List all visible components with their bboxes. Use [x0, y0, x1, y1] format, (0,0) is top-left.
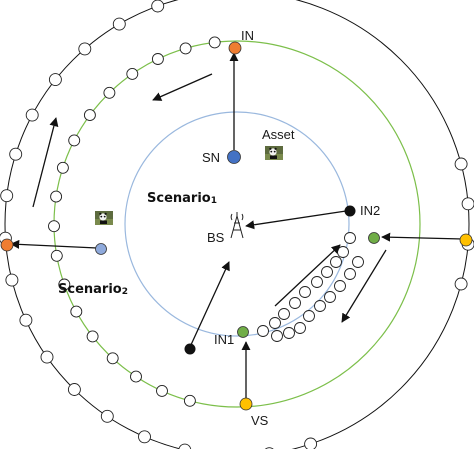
scenario1-label: Scenario1 — [147, 191, 217, 206]
black-start-node — [184, 343, 196, 355]
node — [304, 437, 318, 449]
node — [179, 42, 192, 55]
node — [78, 42, 92, 56]
blue-ring — [124, 111, 350, 337]
node — [9, 147, 23, 161]
node — [283, 327, 295, 339]
node — [50, 249, 63, 262]
node — [126, 67, 139, 80]
node — [299, 286, 311, 298]
node — [278, 308, 290, 320]
node — [106, 352, 119, 365]
bs-label: BS — [207, 230, 225, 245]
node — [112, 17, 126, 31]
vs-node — [239, 397, 253, 411]
node — [454, 277, 468, 291]
node — [151, 53, 164, 65]
node — [269, 317, 281, 329]
node — [344, 232, 356, 244]
node — [83, 109, 96, 122]
panda-photo-icon — [95, 211, 113, 225]
green-right-node — [368, 232, 380, 244]
node — [58, 278, 71, 291]
node — [25, 108, 39, 122]
in-node — [228, 41, 242, 55]
node — [334, 280, 346, 292]
scenario2-label: Scenario2 — [58, 282, 128, 297]
node — [183, 394, 196, 407]
node — [156, 384, 168, 397]
green-ring-nodes — [48, 36, 221, 407]
node — [311, 276, 323, 288]
in1-label: IN1 — [214, 332, 234, 347]
in1-node — [237, 326, 249, 338]
node — [86, 330, 99, 343]
node — [178, 443, 192, 449]
right-yellow-to-green-arrow — [381, 232, 464, 242]
node — [344, 268, 356, 280]
node — [130, 370, 142, 383]
in2-to-bs-arrow — [245, 210, 347, 230]
node — [271, 330, 283, 342]
cell-tower-icon — [230, 212, 244, 239]
sn-node — [227, 150, 241, 164]
in2-label: IN2 — [360, 203, 380, 218]
vs-label: VS — [251, 413, 269, 428]
arrows — [10, 52, 464, 398]
node — [100, 409, 114, 423]
in-label: IN — [241, 28, 254, 43]
node — [19, 313, 33, 327]
node — [68, 134, 81, 147]
node — [314, 300, 326, 312]
node — [67, 383, 81, 396]
panda-photo-icon — [265, 146, 283, 160]
node — [40, 350, 54, 364]
node — [337, 246, 349, 258]
node — [5, 273, 19, 287]
node — [461, 197, 474, 211]
spiral-path-nodes — [257, 232, 364, 342]
node — [0, 189, 14, 203]
node — [48, 73, 62, 87]
black-node-to-center-arrow — [189, 261, 230, 348]
node — [151, 0, 165, 13]
in2-node — [344, 205, 356, 217]
node — [50, 190, 63, 203]
spiral-down-arrow — [341, 249, 387, 323]
spiral-up-arrow — [274, 244, 341, 307]
node — [257, 325, 269, 337]
node — [138, 430, 151, 444]
node — [454, 157, 468, 171]
node — [208, 36, 221, 49]
scenario2-outward-arrow — [10, 239, 98, 249]
sn-label: SN — [202, 150, 220, 165]
outer-ring-motion-arrow — [32, 117, 59, 208]
node — [324, 291, 336, 303]
asset-label: Asset — [262, 127, 295, 142]
node — [352, 256, 364, 268]
node — [70, 305, 83, 318]
scenario2-start-node — [95, 243, 107, 255]
node — [103, 86, 116, 99]
node — [330, 256, 342, 268]
node — [303, 310, 315, 322]
green-ring-motion-arrow — [152, 73, 213, 101]
node — [48, 220, 60, 233]
outer-ring — [4, 0, 470, 449]
node — [56, 161, 69, 174]
orange-left-node — [0, 238, 14, 252]
node — [289, 297, 301, 309]
node — [321, 266, 333, 278]
node — [294, 322, 306, 334]
yellow-right-node — [459, 233, 473, 247]
